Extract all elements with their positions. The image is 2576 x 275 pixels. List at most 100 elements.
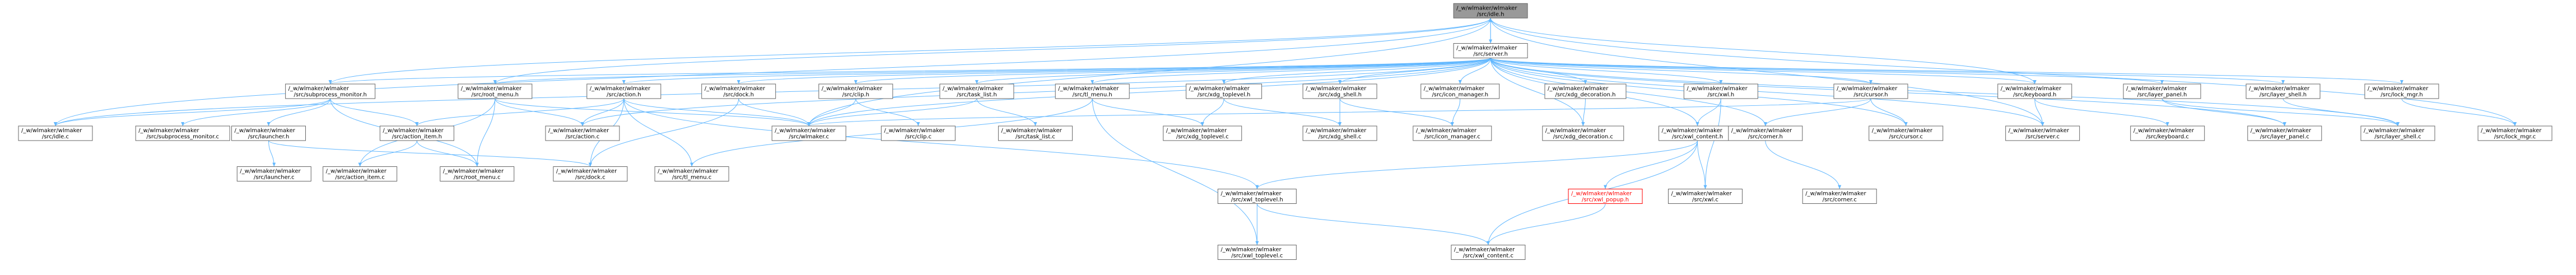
- node-launcher-h[interactable]: /_w/wlmaker/wlmaker/src/launcher.h: [231, 125, 306, 141]
- arrowhead-keyboard_h-to-server_c: [2041, 122, 2044, 126]
- node-box: [701, 83, 776, 99]
- arrowhead-server_h-to-layer_panel_h: [2160, 80, 2164, 84]
- node-xwl-toplevel-h[interactable]: /_w/wlmaker/wlmaker/src/xwl_toplevel.h: [1217, 189, 1297, 204]
- node-box: [654, 166, 729, 181]
- node-keyboard-h[interactable]: /_w/wlmaker/wlmaker/src/keyboard.h: [1997, 83, 2072, 99]
- node-clip-c[interactable]: /_w/wlmaker/wlmaker/src/clip.c: [881, 125, 956, 141]
- node-file-line: /src/lock_mgr.c: [2494, 134, 2536, 140]
- node-tl-menu-c[interactable]: /_w/wlmaker/wlmaker/src/tl_menu.c: [654, 166, 729, 181]
- arrowhead-server_h-to-root: [1489, 18, 1493, 22]
- node-task-list-c[interactable]: /_w/wlmaker/wlmaker/src/task_list.c: [998, 125, 1073, 141]
- node-path-line: /_w/wlmaker/wlmaker: [2001, 86, 2062, 92]
- node-box: [1217, 189, 1297, 204]
- node-dock-c[interactable]: /_w/wlmaker/wlmaker/src/dock.c: [553, 166, 628, 181]
- node-xwl-c[interactable]: /_w/wlmaker/wlmaker/src/xwl.c: [1667, 189, 1743, 204]
- node-subprocess-monitor-h[interactable]: /_w/wlmaker/wlmaker/src/subprocess_monit…: [285, 83, 376, 99]
- node-layer-panel-c[interactable]: /_w/wlmaker/wlmaker/src/layer_panel.c: [2247, 125, 2322, 141]
- arrowhead-xwl_toplevel_h-to-xwl_toplevel_c: [1255, 241, 1259, 245]
- node-file-line: /src/action.c: [566, 134, 600, 140]
- node-path-line: /_w/wlmaker/wlmaker: [1001, 128, 1062, 134]
- edge-xwl_content_h-to-xwl_popup_h: [1605, 140, 1698, 189]
- node-server-h[interactable]: /_w/wlmaker/wlmaker/src/server.h: [1453, 43, 1528, 58]
- node-icon-manager-h[interactable]: /_w/wlmaker/wlmaker/src/icon_manager.h: [1420, 83, 1500, 99]
- node-lock-mgr-c[interactable]: /_w/wlmaker/wlmaker/src/lock_mgr.c: [2477, 125, 2552, 141]
- node-file-line: /src/icon_manager.c: [1424, 134, 1480, 140]
- node-keyboard-c[interactable]: /_w/wlmaker/wlmaker/src/keyboard.c: [2130, 125, 2205, 141]
- arrowhead-xwl_content_h-to-xwl_c: [1703, 185, 1707, 189]
- node-xwl-toplevel-c[interactable]: /_w/wlmaker/wlmaker/src/xwl_toplevel.c: [1217, 245, 1297, 260]
- node-box: [2246, 83, 2321, 99]
- node-action-c[interactable]: /_w/wlmaker/wlmaker/src/action.c: [545, 125, 620, 141]
- node-layer-panel-h[interactable]: /_w/wlmaker/wlmaker/src/layer_panel.h: [2123, 83, 2201, 99]
- node-box: [379, 125, 454, 141]
- edge-server_h-to-server_c: [1490, 58, 2043, 127]
- edge-action_h-to-action_item_h: [416, 98, 625, 127]
- node-icon-manager-c[interactable]: /_w/wlmaker/wlmaker/src/icon_manager.c: [1413, 125, 1492, 141]
- arrowhead-corner_h-to-corner_c: [1838, 185, 1842, 189]
- edge-task_list_h-to-wlmaker_c: [808, 98, 977, 127]
- node-file-line: /src/xwl_toplevel.c: [1231, 253, 1283, 259]
- node-server-c[interactable]: /_w/wlmaker/wlmaker/src/server.c: [2005, 125, 2080, 141]
- node-action-item-c[interactable]: /_w/wlmaker/wlmaker/src/action_item.c: [323, 166, 398, 181]
- node-action-item-h[interactable]: /_w/wlmaker/wlmaker/src/action_item.h: [379, 125, 454, 141]
- edge-server_h-to-xdg_decoration_c: [1490, 58, 1583, 127]
- node-xdg-decoration-h[interactable]: /_w/wlmaker/wlmaker/src/xdg_decoration.h: [1544, 83, 1627, 99]
- arrowhead-server_h-to-xdg_toplevel_h: [1222, 80, 1226, 84]
- arrowhead-server_h-to-subprocess_monitor_h: [328, 80, 332, 84]
- node-task-list-h[interactable]: /_w/wlmaker/wlmaker/src/task_list.h: [939, 83, 1014, 99]
- edge-xdg_toplevel_h-to-xdg_toplevel_c: [1202, 98, 1224, 127]
- node-action-h[interactable]: /_w/wlmaker/wlmaker/src/action.h: [586, 83, 662, 99]
- edge-root-to-subprocess_monitor_h: [330, 18, 1491, 85]
- node-layer-shell-c[interactable]: /_w/wlmaker/wlmaker/src/layer_shell.c: [2360, 125, 2435, 141]
- node-path-line: /_w/wlmaker/wlmaker: [705, 86, 766, 92]
- node-xdg-decoration-c[interactable]: /_w/wlmaker/wlmaker/src/xdg_decoration.c: [1542, 125, 1624, 141]
- node-xdg-shell-h[interactable]: /_w/wlmaker/wlmaker/src/xdg_shell.h: [1302, 83, 1377, 99]
- node-cursor-h[interactable]: /_w/wlmaker/wlmaker/src/cursor.h: [1833, 83, 1908, 99]
- node-wlmaker-c[interactable]: /_w/wlmaker/wlmaker/src/wlmaker.c: [771, 125, 846, 141]
- edge-server_h-to-corner_h: [1490, 58, 1766, 127]
- node-file-line: /src/layer_panel.h: [2137, 92, 2187, 98]
- node-xwl-popup-h[interactable]: /_w/wlmaker/wlmaker/src/xwl_popup.h: [1568, 189, 1643, 204]
- node-clip-h[interactable]: /_w/wlmaker/wlmaker/src/clip.h: [818, 83, 893, 99]
- node-idle-c[interactable]: /_w/wlmaker/wlmaker/src/idle.c: [18, 125, 93, 141]
- node-box: [236, 166, 311, 181]
- node-lock-mgr-h[interactable]: /_w/wlmaker/wlmaker/src/lock_mgr.h: [2364, 83, 2439, 99]
- node-cursor-c[interactable]: /_w/wlmaker/wlmaker/src/cursor.c: [1869, 125, 1944, 141]
- node-root[interactable]: /_w/wlmaker/wlmaker/src/idle.h: [1453, 3, 1528, 18]
- node-box: [1420, 83, 1500, 99]
- arrowhead-action_h-to-action_item_h: [415, 122, 419, 126]
- node-xdg-toplevel-h[interactable]: /_w/wlmaker/wlmaker/src/xdg_toplevel.h: [1186, 83, 1263, 99]
- node-path-line: /_w/wlmaker/wlmaker: [2251, 128, 2312, 134]
- node-tl-menu-h[interactable]: /_w/wlmaker/wlmaker/src/tl_menu.h: [1055, 83, 1130, 99]
- edge-server_h-to-action_h: [623, 58, 1491, 85]
- node-root-menu-h[interactable]: /_w/wlmaker/wlmaker/src/root_menu.h: [458, 83, 533, 99]
- node-layer-shell-h[interactable]: /_w/wlmaker/wlmaker/src/layer_shell.h: [2246, 83, 2321, 99]
- node-subprocess-monitor-c[interactable]: /_w/wlmaker/wlmaker/src/subprocess_monit…: [135, 125, 230, 141]
- node-path-line: /_w/wlmaker/wlmaker: [658, 169, 719, 175]
- arrowhead-xwl_h-to-xwl_content_h: [1695, 122, 1699, 126]
- node-file-line: /src/xwl.h: [1707, 92, 1734, 98]
- node-file-line: /src/xdg_toplevel.h: [1198, 92, 1251, 98]
- node-dock-h[interactable]: /_w/wlmaker/wlmaker/src/dock.h: [701, 83, 776, 99]
- node-root-menu-c[interactable]: /_w/wlmaker/wlmaker/src/root_menu.c: [440, 166, 515, 181]
- node-box: [440, 166, 515, 181]
- node-file-line: /src/xwl.c: [1692, 197, 1718, 203]
- node-file-line: /src/keyboard.c: [2146, 134, 2189, 140]
- node-xwl-content-c[interactable]: /_w/wlmaker/wlmaker/src/xwl_content.c: [1451, 245, 1526, 260]
- node-xwl-h[interactable]: /_w/wlmaker/wlmaker/src/xwl.h: [1683, 83, 1758, 99]
- node-file-line: /src/cursor.h: [1853, 92, 1888, 98]
- node-path-line: /_w/wlmaker/wlmaker: [2009, 128, 2070, 134]
- arrowhead-xdg_toplevel_h-to-xdg_toplevel_c: [1200, 122, 1204, 126]
- node-corner-c[interactable]: /_w/wlmaker/wlmaker/src/corner.c: [1802, 189, 1877, 204]
- node-xdg-toplevel-c[interactable]: /_w/wlmaker/wlmaker/src/xdg_toplevel.c: [1163, 125, 1242, 141]
- node-box: [818, 83, 893, 99]
- node-path-line: /_w/wlmaker/wlmaker: [2134, 128, 2195, 134]
- node-xdg-shell-c[interactable]: /_w/wlmaker/wlmaker/src/xdg_shell.c: [1302, 125, 1377, 141]
- node-launcher-c[interactable]: /_w/wlmaker/wlmaker/src/launcher.c: [236, 166, 311, 181]
- node-xwl-content-h[interactable]: /_w/wlmaker/wlmaker/src/xwl_content.h: [1659, 125, 1737, 141]
- node-box: [1186, 83, 1263, 99]
- node-file-line: /src/xdg_decoration.c: [1553, 134, 1613, 140]
- node-corner-h[interactable]: /_w/wlmaker/wlmaker/src/corner.h: [1728, 125, 1803, 141]
- arrowhead-server_h-to-icon_manager_h: [1458, 80, 1462, 84]
- node-file-line: /src/task_list.h: [957, 92, 997, 98]
